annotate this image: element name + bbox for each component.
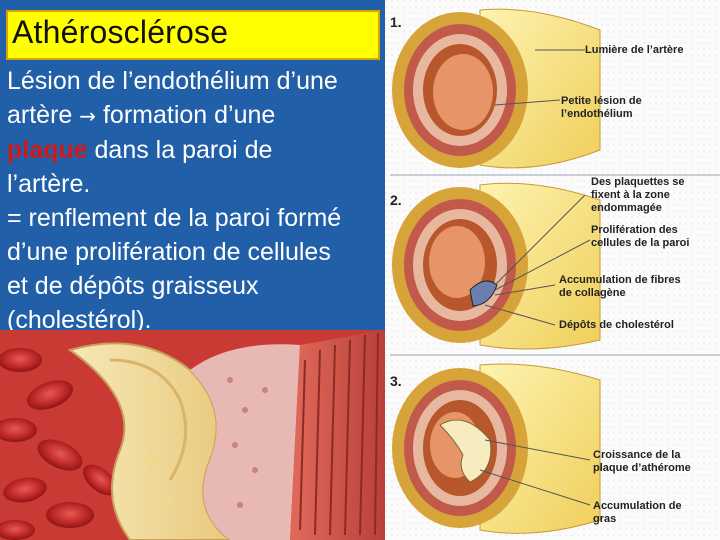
intima-layer: [190, 344, 300, 540]
label-gras-2: gras: [593, 513, 617, 525]
artery-diagrams: [385, 0, 720, 540]
body-line-1: Lésion de l’endothélium d’une: [7, 67, 338, 95]
artery-panel-2: [392, 182, 601, 350]
label-plaquettes-3: endommagée: [591, 202, 662, 214]
panel-number-1: 1.: [390, 14, 402, 30]
body-line-4: l’artère.: [7, 170, 91, 198]
body-line-2-post: formation d’une: [96, 101, 276, 129]
body-line-8: (cholestérol).: [7, 306, 152, 334]
panel-number-3: 3.: [390, 373, 402, 389]
body-line-5: = renflement de la paroi formé: [7, 204, 342, 232]
label-petite-lesion: Petite lésion de: [561, 95, 642, 107]
arrow-symbol: →: [79, 104, 97, 128]
label-lumiere: Lumière de l’artère: [585, 44, 684, 56]
blood-cells: [0, 348, 117, 540]
label-endothelium: l’endothélium: [561, 108, 633, 120]
body-line-2-pre: artère: [7, 101, 80, 129]
label-cholesterol: Dépôts de cholestérol: [559, 319, 674, 331]
label-croissance-2: plaque d’athérome: [593, 462, 691, 474]
body-line-7: et de dépôts graisseux: [7, 272, 259, 300]
body-line-3-rest: dans la paroi de: [87, 136, 273, 164]
panel-number-2: 2.: [390, 192, 402, 208]
body-line-2: artère → formation d’une: [7, 98, 387, 133]
artery-wall-illustration: [0, 330, 385, 540]
title-box: [6, 10, 380, 60]
label-plaquettes-1: Des plaquettes se: [591, 176, 685, 188]
body-text: Lésion de l’endothélium d’une artère → f…: [7, 64, 387, 337]
body-line-3: plaque dans la paroi de: [7, 133, 387, 167]
artery-diagram-panel: 1. Lumière de l’artère Petite lésion de …: [385, 0, 720, 540]
label-proliferation-2: cellules de la paroi: [591, 237, 690, 249]
label-plaquettes-2: fixent à la zone: [591, 189, 670, 201]
label-proliferation-1: Prolifération des: [591, 224, 678, 236]
label-collagene-1: Accumulation de fibres: [559, 274, 681, 286]
slide-title: Athérosclérose: [12, 14, 229, 50]
plaque-word: plaque: [7, 136, 88, 164]
body-line-6: d’une prolifération de cellules: [7, 238, 331, 266]
artery-panel-1: [392, 8, 601, 169]
label-gras-1: Accumulation de: [593, 500, 682, 512]
label-collagene-2: de collagène: [559, 287, 626, 299]
label-croissance-1: Croissance de la: [593, 449, 681, 461]
artery-panel-3: [392, 363, 601, 534]
